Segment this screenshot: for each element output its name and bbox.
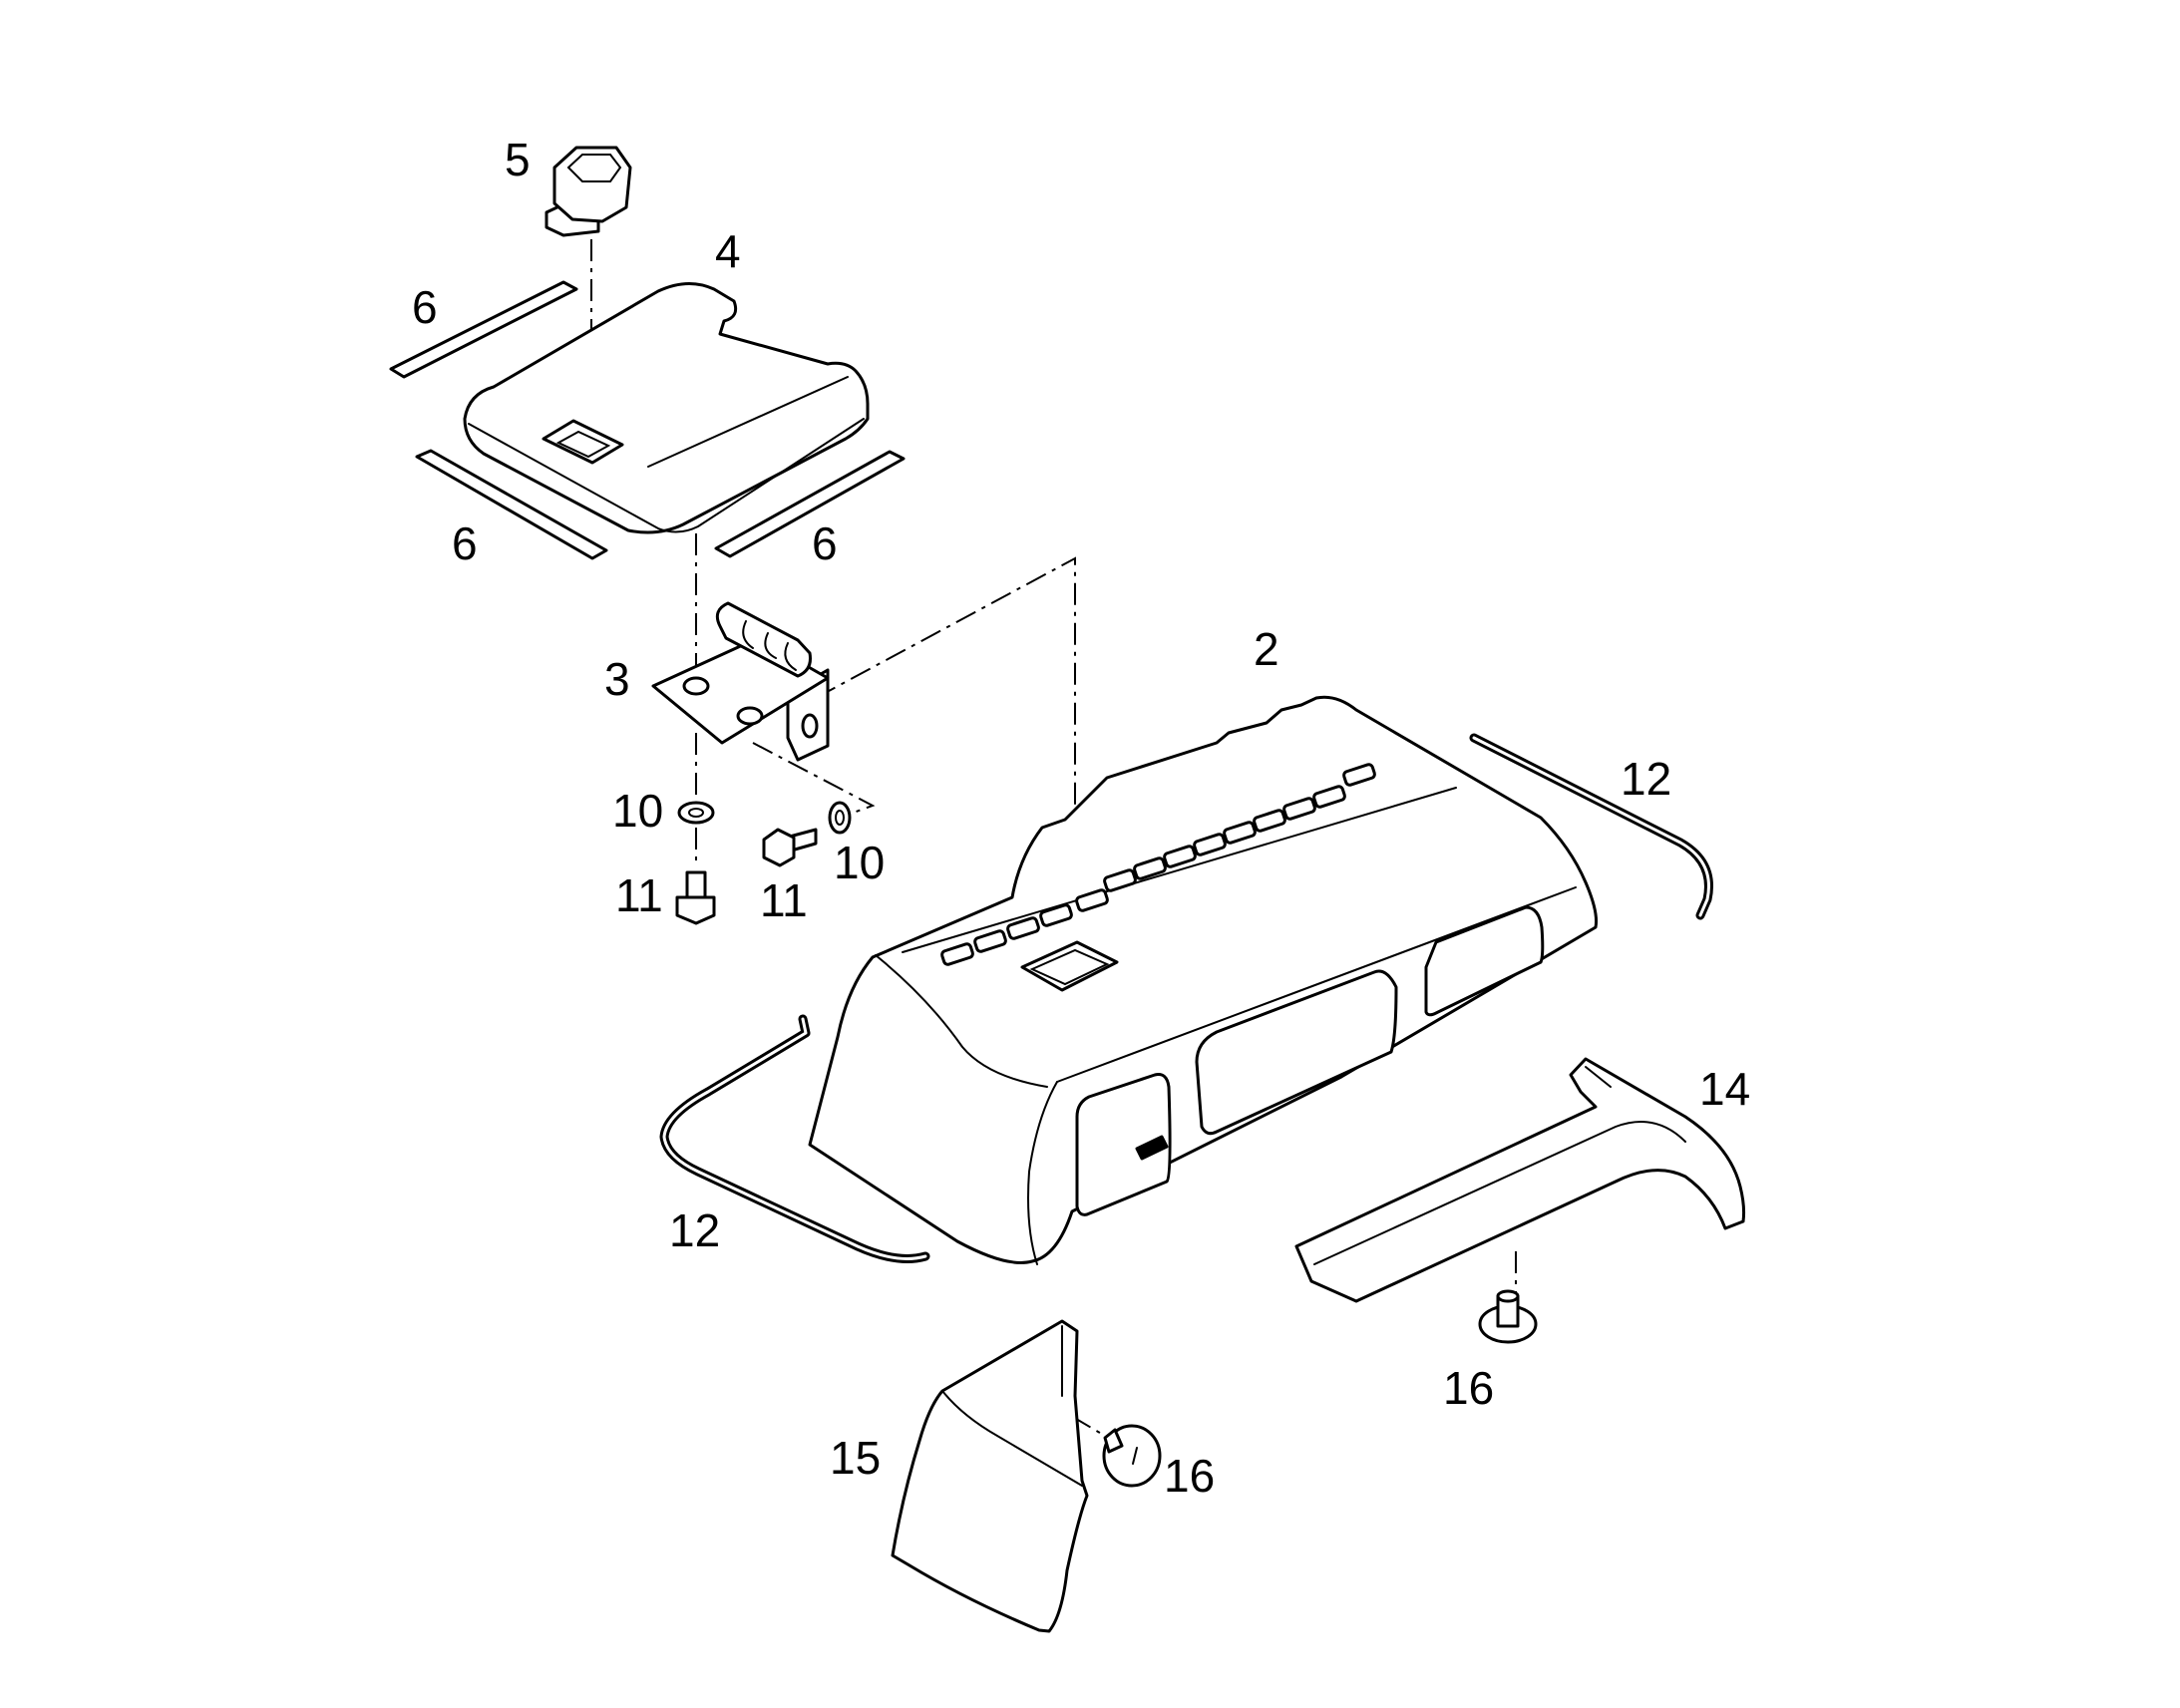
latch-cap <box>566 154 622 182</box>
callout-5: 5 <box>505 134 531 185</box>
cover-vent <box>1163 845 1197 868</box>
cover-vent <box>1282 797 1316 821</box>
cover-ridge-side <box>1056 886 1577 1083</box>
cover-front-edge <box>875 954 1048 1088</box>
washer-right-hole <box>835 810 845 826</box>
fender-inner-edge <box>1585 1066 1612 1088</box>
foam-strips <box>389 280 906 560</box>
callout-3: 3 <box>604 653 630 705</box>
callout-10: 10 <box>834 837 885 888</box>
washer-left <box>677 801 715 825</box>
callout-16: 16 <box>1164 1450 1215 1502</box>
cover-vent <box>1342 763 1376 787</box>
washers <box>677 801 852 835</box>
step-cover-body <box>891 1319 1089 1633</box>
lid-body <box>463 282 870 534</box>
cover-vent <box>1312 785 1346 809</box>
hinge-barrel-joint-1 <box>742 620 754 649</box>
hinge-part <box>651 601 830 762</box>
latch-part <box>545 146 632 237</box>
bolt-left-head <box>675 895 716 925</box>
callout-6: 6 <box>412 281 438 333</box>
hinge-hole-side <box>801 713 819 739</box>
callout-10: 10 <box>612 785 663 837</box>
fender-part <box>1294 1057 1746 1303</box>
callout-2: 2 <box>1254 623 1279 675</box>
callout-12: 12 <box>669 1204 720 1256</box>
callout-15: 15 <box>830 1432 881 1484</box>
step-cover-crease <box>941 1390 1083 1487</box>
lid-part <box>463 282 870 534</box>
hinge-barrel <box>715 601 812 678</box>
callout-12: 12 <box>1621 753 1671 805</box>
callout-4: 4 <box>715 225 741 277</box>
lid-crease <box>647 376 849 468</box>
foam-strip-top <box>389 280 578 379</box>
cover-vent <box>1193 833 1227 856</box>
rivet-right-top <box>1496 1289 1520 1303</box>
cover-latch-recess <box>1020 940 1119 992</box>
cover-vent <box>1103 868 1137 892</box>
cover-vents <box>940 763 1376 966</box>
callout-labels: 5 4 6 6 6 3 2 10 10 11 11 12 12 14 15 16… <box>412 134 1750 1502</box>
cover-window-left <box>1075 1073 1172 1216</box>
rivet-left-slot <box>1132 1447 1138 1465</box>
cover-vent <box>940 942 974 966</box>
foam-strip-bottom-right <box>714 450 906 558</box>
cover-vent <box>1006 916 1040 940</box>
callout-14: 14 <box>1699 1063 1750 1115</box>
callout-11: 11 <box>760 874 808 926</box>
fender-body <box>1294 1057 1746 1303</box>
foam-strip-bottom-left <box>415 449 608 560</box>
hinge-hole-1 <box>682 676 710 696</box>
rivet-left-shank <box>1103 1428 1124 1454</box>
rivets <box>1102 1289 1538 1488</box>
callout-6: 6 <box>452 517 478 569</box>
cover-badge <box>1135 1135 1169 1161</box>
cover-window-middle <box>1195 969 1398 1136</box>
cover-vent <box>1253 809 1286 833</box>
callout-11: 11 <box>615 869 663 921</box>
lid-top-edge <box>468 418 865 533</box>
cover-latch-recess-inner <box>1029 948 1110 986</box>
washer-right <box>828 801 852 835</box>
latch-body <box>552 146 632 223</box>
washer-left-hole <box>688 808 704 818</box>
cover-vent <box>1075 888 1109 912</box>
cover-vent <box>1133 856 1167 880</box>
cover-window-right <box>1424 905 1545 1017</box>
hinge-hole-2 <box>736 706 764 726</box>
fender-crease <box>1313 1121 1686 1265</box>
cover-vent <box>1223 821 1257 845</box>
edge-seal-right-core <box>1472 736 1710 917</box>
cover-vent <box>1039 903 1073 927</box>
edge-seals <box>659 733 1713 1263</box>
bolt-left-shank <box>685 870 707 901</box>
callout-16: 16 <box>1443 1362 1494 1414</box>
lid-latch-opening-inner <box>555 430 611 459</box>
bolts <box>675 828 818 925</box>
callout-6: 6 <box>812 517 838 569</box>
bolt-right-head <box>762 828 796 867</box>
hinge-barrel-joint-2 <box>764 632 777 659</box>
cover-vent <box>973 929 1007 953</box>
lid-latch-opening <box>542 419 624 465</box>
hinge-barrel-joint-3 <box>784 642 797 671</box>
edge-seal-left-core <box>662 1017 927 1260</box>
main-cover-part <box>808 695 1598 1265</box>
cover-bottom-contour <box>1027 1081 1058 1265</box>
cover-ridge-top <box>902 787 1457 953</box>
cover-body <box>808 695 1598 1264</box>
step-cover-part <box>891 1319 1089 1633</box>
